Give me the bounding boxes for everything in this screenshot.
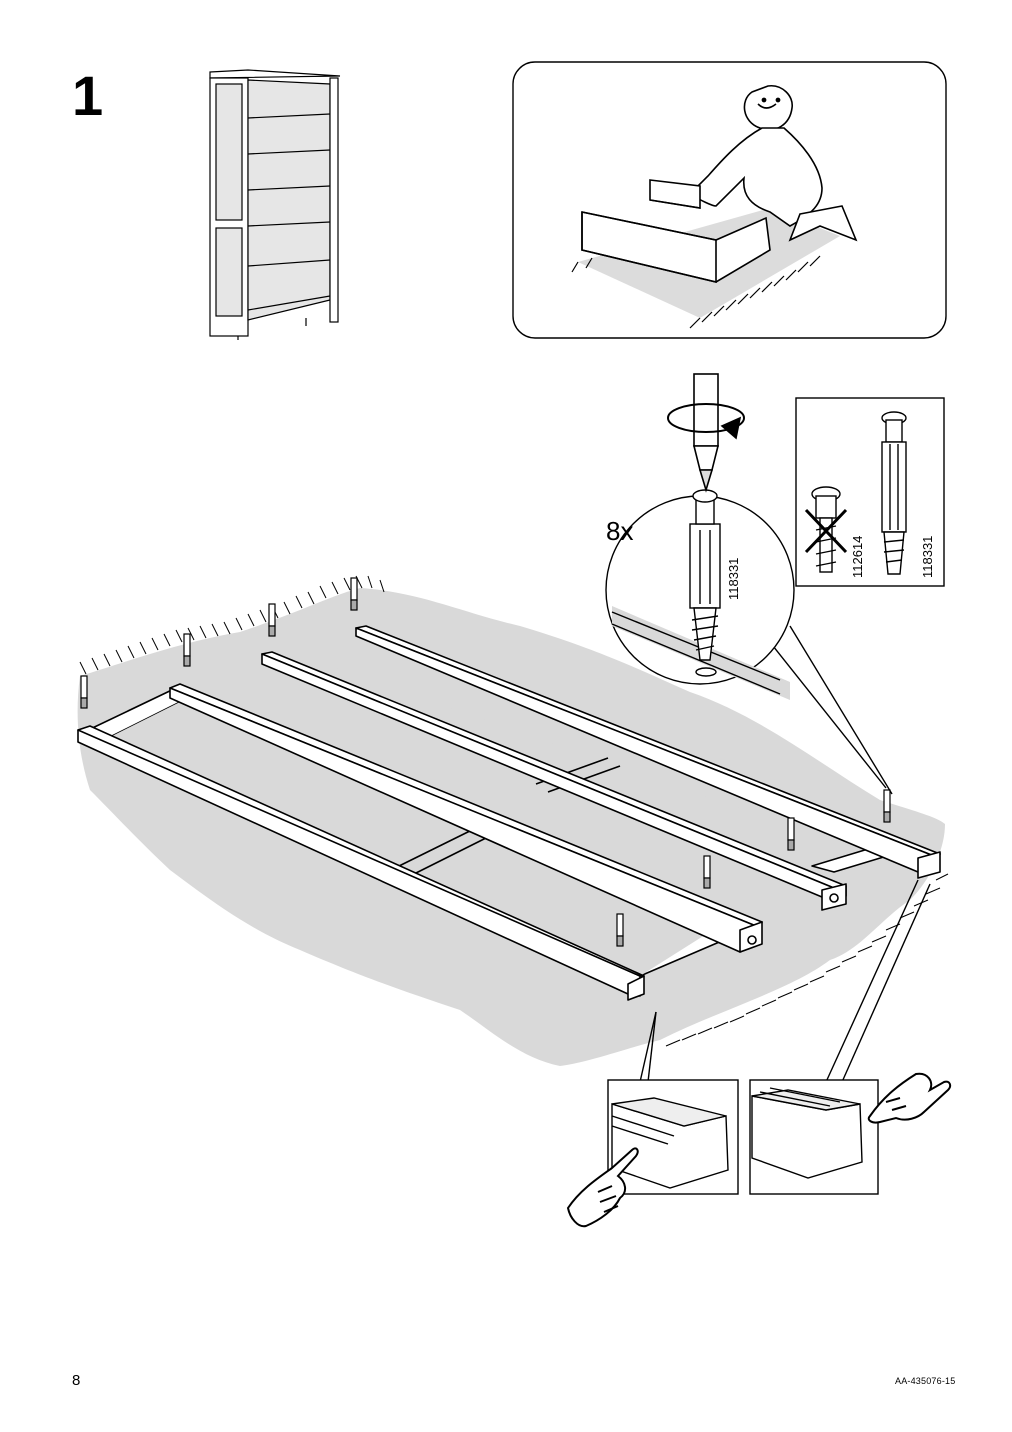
step-number: 1 (72, 64, 104, 127)
dowel-detail-callout (605, 489, 893, 795)
quantity-label: 8x (606, 516, 633, 546)
correct-dowel-icon (881, 411, 907, 575)
cam-dowel-icon (80, 577, 891, 947)
groove-detail-callouts (607, 879, 931, 1195)
assembly-person-icon (571, 85, 858, 329)
pointing-hand-icon (566, 1147, 639, 1228)
pointing-hand-icon (867, 1072, 952, 1124)
side-panel-front (77, 683, 763, 1001)
side-panel-back (261, 625, 941, 911)
screwdriver-icon (667, 373, 745, 493)
wrong-part-number: 112614 (850, 536, 865, 578)
bookcase-icon (209, 69, 341, 340)
document-code: AA-435076-15 (895, 1376, 956, 1386)
page-number: 8 (72, 1372, 81, 1389)
correct-part-number: 118331 (920, 536, 935, 578)
dowel-part-number: 118331 (726, 558, 741, 600)
wrong-dowel-icon (804, 486, 848, 573)
